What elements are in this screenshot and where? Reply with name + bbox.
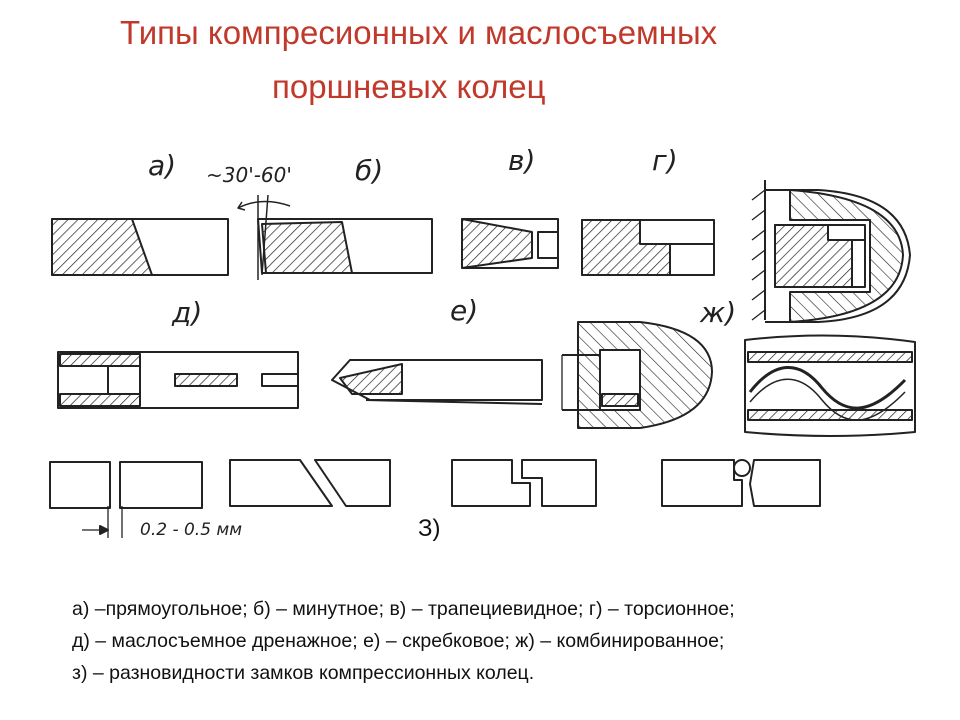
label-angle: ~30'-60' bbox=[206, 163, 292, 187]
ring-zh-combined bbox=[744, 334, 916, 437]
label-b: б) bbox=[355, 154, 383, 187]
caption-line-1: а) –прямоугольное; б) – минутное; в) – т… bbox=[72, 598, 735, 620]
piston-ring-diagram: а) б) в) г) д) е) ж) ~30'-60' 0.2 - 0.5 … bbox=[49, 144, 916, 540]
label-z: З) bbox=[418, 515, 441, 542]
label-d: д) bbox=[171, 296, 202, 329]
ring-v-trapezoidal bbox=[461, 218, 559, 269]
label-v: в) bbox=[508, 144, 535, 177]
ring-g-installed bbox=[751, 180, 911, 323]
lock-oblique bbox=[229, 459, 391, 507]
title-line-2: поршневых колец bbox=[272, 68, 546, 105]
label-gap: 0.2 - 0.5 мм bbox=[140, 520, 242, 540]
lock-pinned bbox=[661, 459, 821, 507]
lock-straight bbox=[49, 461, 203, 538]
lock-stepped bbox=[451, 459, 597, 507]
ring-e-scraper bbox=[331, 359, 543, 405]
label-g: г) bbox=[652, 144, 678, 177]
ring-b-minute bbox=[237, 194, 433, 280]
ring-g-torsion bbox=[581, 219, 715, 276]
title-line-1: Типы компресионных и маслосъемных bbox=[120, 14, 718, 51]
label-e: е) bbox=[450, 294, 478, 327]
caption-line-3: з) – разновидности замков компрессионных… bbox=[72, 662, 535, 684]
caption-line-2: д) – маслосъемное дренажное; е) – скребк… bbox=[72, 630, 725, 652]
label-zh: ж) bbox=[699, 296, 736, 329]
label-a: а) bbox=[148, 149, 176, 182]
ring-a-rectangular bbox=[51, 218, 229, 276]
ring-d-oil-drainage bbox=[57, 351, 299, 409]
ring-e-installed bbox=[561, 321, 713, 429]
